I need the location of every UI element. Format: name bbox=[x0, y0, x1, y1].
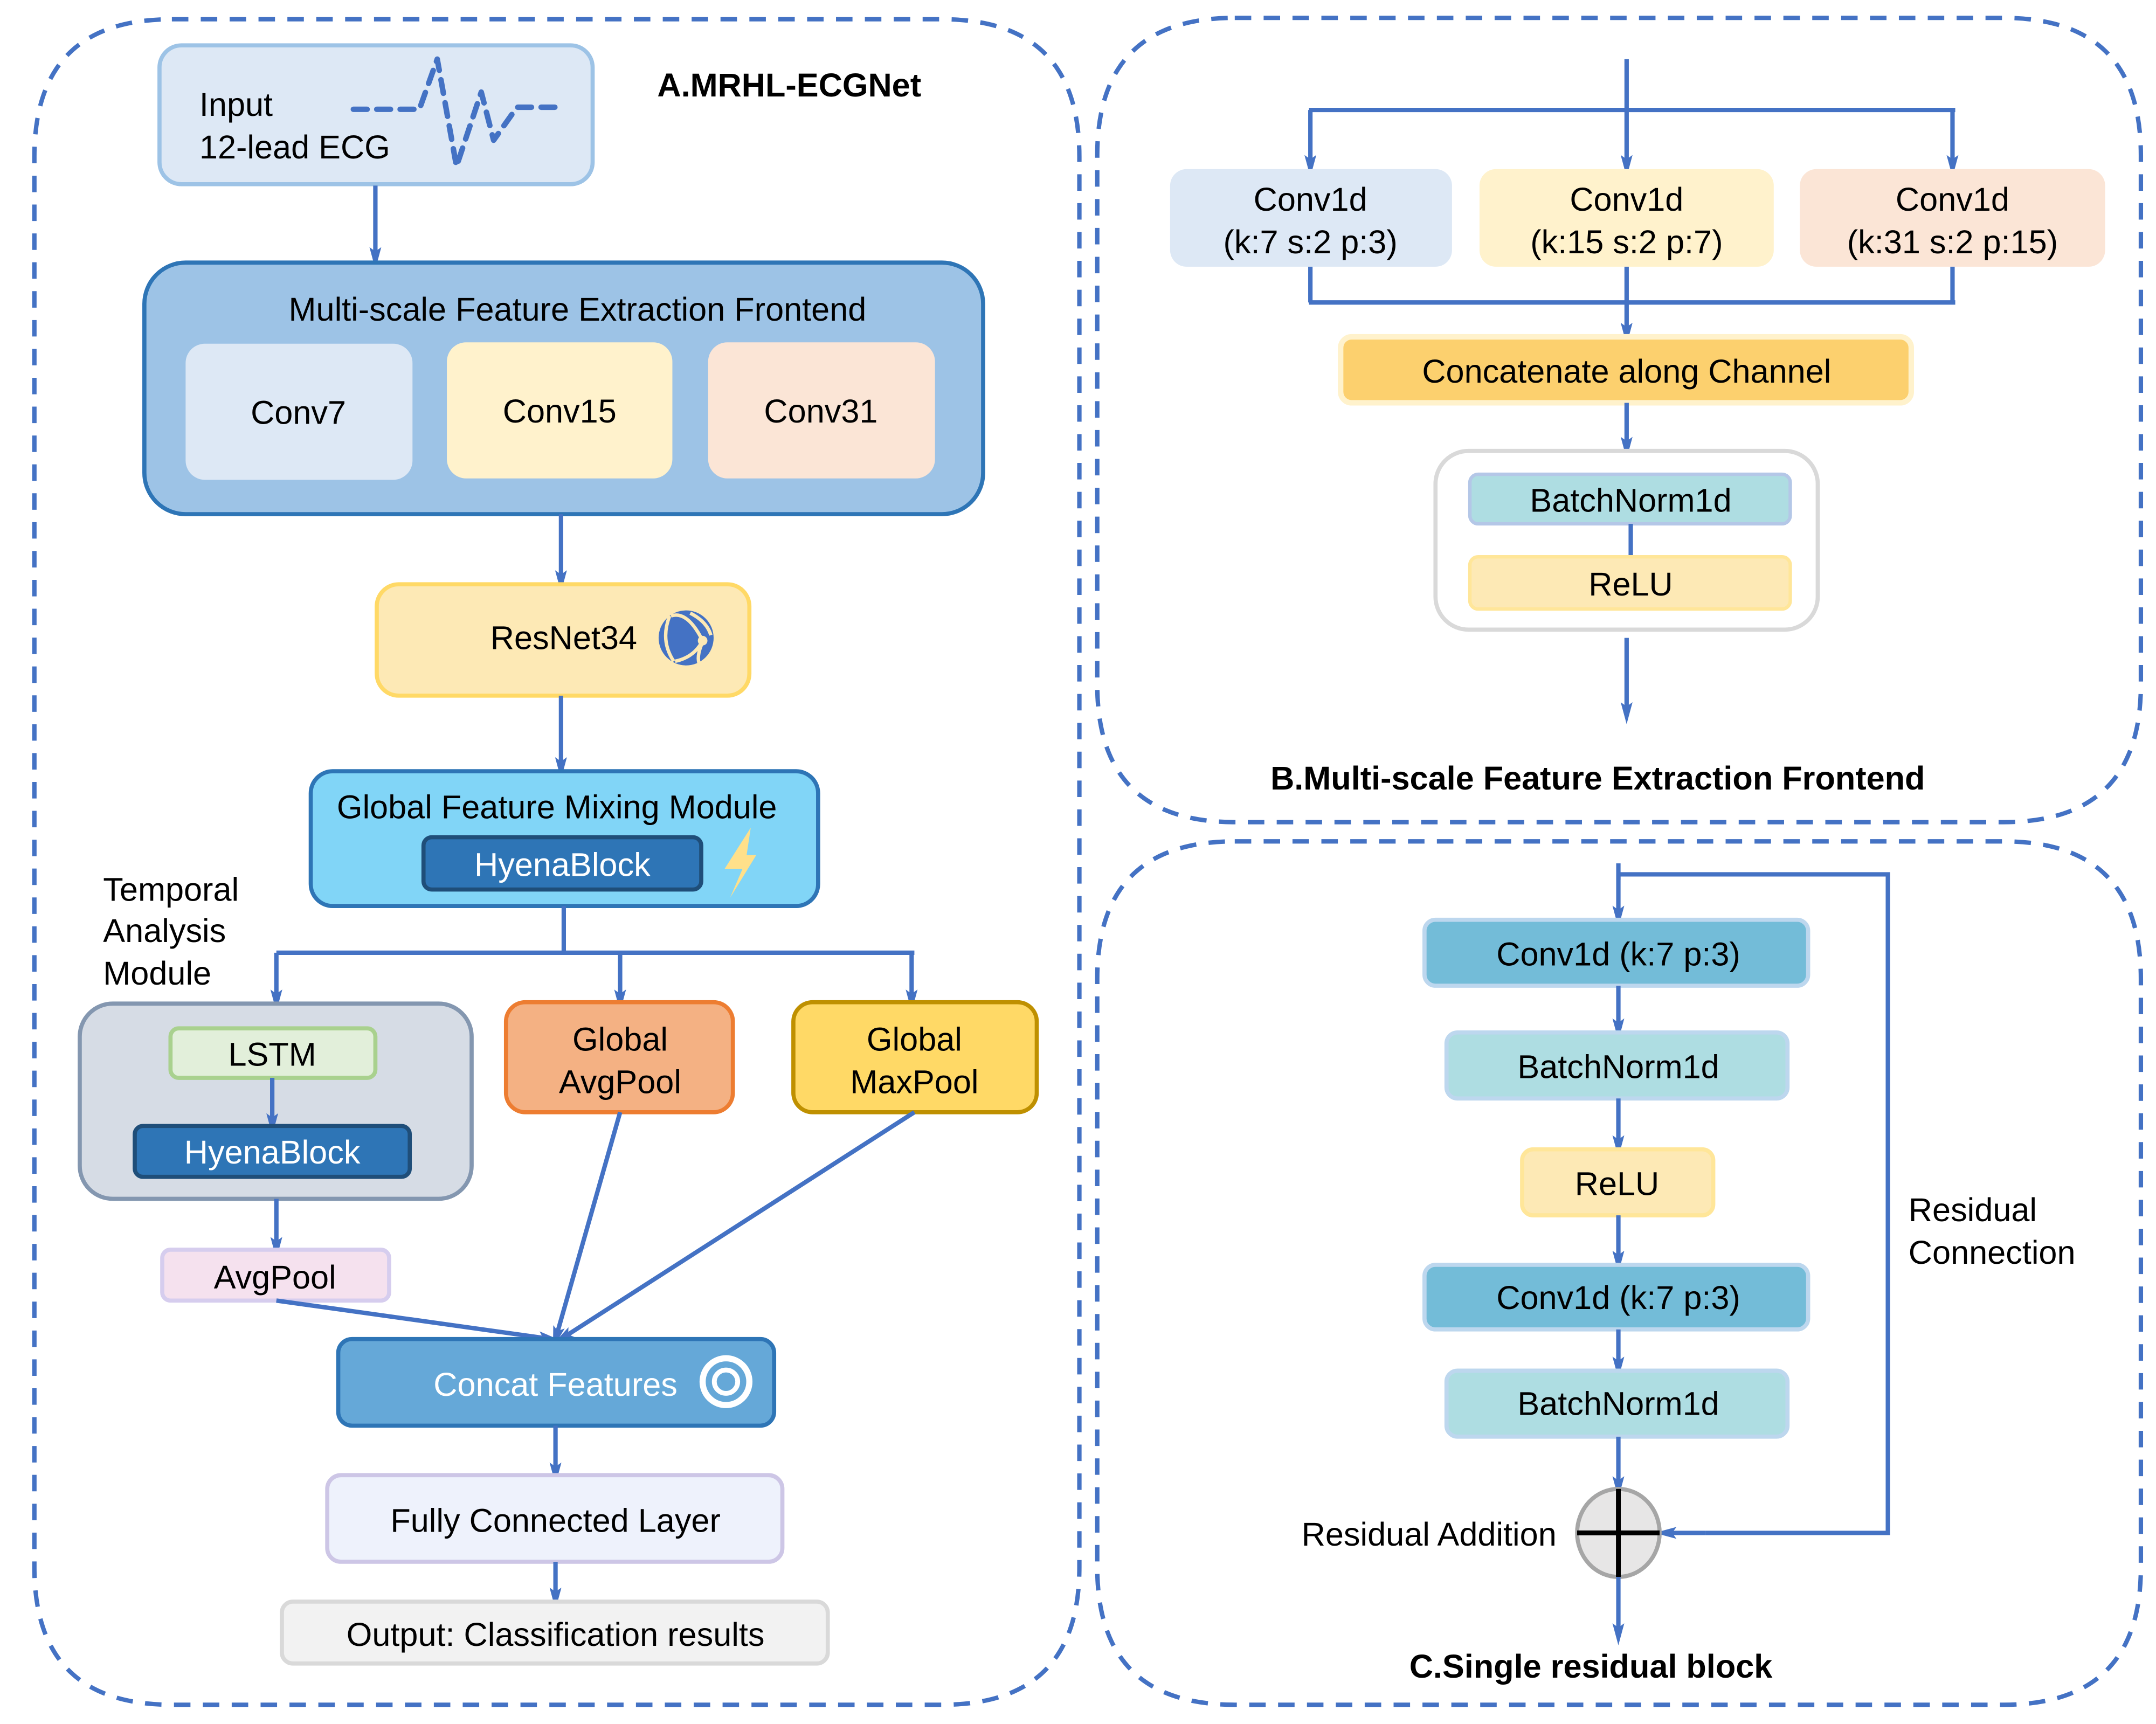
res-conv1-label: Conv1d (k:7 p:3) bbox=[1496, 936, 1740, 972]
global-maxpool-label-1: Global bbox=[867, 1021, 962, 1058]
temporal-label-line1: Temporal bbox=[103, 871, 239, 908]
res-relu-node[interactable]: ReLU bbox=[1520, 1147, 1716, 1217]
global-maxpool-node[interactable]: Global MaxPool bbox=[791, 1000, 1039, 1114]
res-bn2-label: BatchNorm1d bbox=[1517, 1386, 1719, 1422]
conv7-label: Conv7 bbox=[251, 394, 346, 431]
panel-b-border bbox=[1095, 16, 2144, 825]
conv1d-k7-node[interactable]: Conv1d (k:7 s:2 p:3) bbox=[1170, 169, 1452, 267]
resnet-label: ResNet34 bbox=[490, 620, 637, 656]
concat-features-node[interactable]: Concat Features bbox=[336, 1337, 777, 1428]
fully-connected-node[interactable]: Fully Connected Layer bbox=[325, 1473, 785, 1564]
res-bn1-node[interactable]: BatchNorm1d bbox=[1444, 1030, 1790, 1101]
res-bn1-label: BatchNorm1d bbox=[1517, 1049, 1719, 1085]
residual-connection-label-2: Connection bbox=[1909, 1234, 2076, 1271]
fully-connected-label: Fully Connected Layer bbox=[390, 1502, 721, 1539]
frontend-node[interactable]: Multi-scale Feature Extraction Frontend … bbox=[142, 260, 985, 516]
input-label: Input bbox=[199, 86, 273, 123]
global-mixing-title: Global Feature Mixing Module bbox=[337, 788, 777, 825]
global-avgpool-label-1: Global bbox=[572, 1021, 668, 1058]
conv31-box[interactable] bbox=[708, 342, 935, 479]
relu-box[interactable] bbox=[1468, 555, 1792, 611]
conv1d-k31-node[interactable]: Conv1d (k:31 s:2 p:15) bbox=[1800, 169, 2105, 267]
panel-c-title: C.Single residual block bbox=[1409, 1648, 1773, 1685]
residual-addition-node[interactable] bbox=[1575, 1486, 1662, 1579]
resnet-node[interactable]: ResNet34 bbox=[375, 582, 752, 698]
panel-a-title: A.MRHL-ECGNet bbox=[657, 67, 921, 103]
conv1d-k31-name: Conv1d bbox=[1896, 181, 2009, 218]
res-bn2-node[interactable]: BatchNorm1d bbox=[1444, 1368, 1790, 1439]
output-node[interactable]: Output: Classification results bbox=[280, 1600, 830, 1666]
temporal-hyenablock-label: HyenaBlock bbox=[184, 1134, 361, 1171]
conv31-label: Conv31 bbox=[764, 393, 877, 430]
temporal-hyenablock-box[interactable] bbox=[133, 1124, 412, 1179]
bn-relu-container[interactable]: BatchNorm1d ReLU bbox=[1433, 448, 1820, 632]
merge-connector-b bbox=[1308, 266, 1955, 345]
conv15-box[interactable] bbox=[447, 342, 673, 479]
res-conv2-node[interactable]: Conv1d (k:7 p:3) bbox=[1422, 1263, 1811, 1332]
conv1d-k15-node[interactable]: Conv1d (k:15 s:2 p:7) bbox=[1479, 169, 1774, 267]
conv1d-k15-name: Conv1d bbox=[1570, 181, 1683, 218]
residual-addition-label: Residual Addition bbox=[1302, 1516, 1557, 1553]
conv15-label: Conv15 bbox=[503, 393, 617, 430]
panel-a: A.MRHL-ECGNet Input 12-lead ECG Multi-sc… bbox=[32, 17, 1082, 1707]
panel-c: Residual Connection Conv1d (k:7 p:3) Bat… bbox=[1095, 839, 2144, 1707]
output-label: Output: Classification results bbox=[347, 1616, 765, 1653]
panel-b-title: B.Multi-scale Feature Extraction Fronten… bbox=[1270, 760, 1925, 797]
lstm-label: LSTM bbox=[228, 1036, 316, 1073]
lightning-icon bbox=[724, 827, 757, 898]
network-globe-icon bbox=[658, 610, 714, 667]
input-node[interactable]: Input 12-lead ECG bbox=[157, 43, 595, 186]
global-maxpool-label-2: MaxPool bbox=[850, 1064, 978, 1100]
temporal-module-node[interactable]: LSTM HyenaBlock bbox=[78, 1001, 474, 1201]
batchnorm-label: BatchNorm1d bbox=[1530, 482, 1731, 519]
ecg-waveform-icon bbox=[350, 56, 567, 169]
res-relu-label: ReLU bbox=[1575, 1165, 1660, 1202]
res-conv1-node[interactable]: Conv1d (k:7 p:3) bbox=[1422, 917, 1811, 988]
frontend-title: Multi-scale Feature Extraction Frontend bbox=[289, 291, 867, 328]
target-icon bbox=[699, 1355, 753, 1408]
global-avgpool-node[interactable]: Global AvgPool bbox=[503, 1000, 735, 1114]
input-sublabel: 12-lead ECG bbox=[199, 129, 390, 165]
global-avgpool-label-2: AvgPool bbox=[559, 1064, 681, 1100]
split-connector bbox=[270, 906, 918, 1012]
temporal-label-line3: Module bbox=[103, 955, 211, 992]
panel-b: Conv1d (k:7 s:2 p:3) Conv1d (k:15 s:2 p:… bbox=[1095, 16, 2144, 825]
converging-edges bbox=[276, 1110, 916, 1348]
conv1d-k7-params: (k:7 s:2 p:3) bbox=[1224, 224, 1398, 260]
temporal-label-line2: Analysis bbox=[103, 912, 226, 949]
conv7-box[interactable] bbox=[185, 343, 413, 480]
concatenate-label: Concatenate along Channel bbox=[1422, 353, 1831, 390]
avgpool-node[interactable]: AvgPool bbox=[160, 1248, 391, 1303]
split-connector-b bbox=[1304, 59, 1959, 177]
hyenablock-box[interactable] bbox=[421, 835, 703, 892]
residual-connection-label-1: Residual bbox=[1909, 1192, 2037, 1228]
relu-label: ReLU bbox=[1588, 566, 1673, 603]
avgpool-label: AvgPool bbox=[214, 1259, 336, 1296]
concatenate-node[interactable]: Concatenate along Channel bbox=[1338, 334, 1915, 406]
concat-features-label: Concat Features bbox=[433, 1366, 678, 1403]
global-mixing-node[interactable]: Global Feature Mixing Module HyenaBlock bbox=[308, 769, 820, 908]
panel-c-border bbox=[1095, 839, 2144, 1707]
conv1d-k7-name: Conv1d bbox=[1254, 181, 1367, 218]
conv1d-k31-params: (k:31 s:2 p:15) bbox=[1847, 224, 2058, 260]
hyenablock-label: HyenaBlock bbox=[474, 847, 651, 883]
res-conv2-label: Conv1d (k:7 p:3) bbox=[1496, 1279, 1740, 1316]
conv1d-k15-params: (k:15 s:2 p:7) bbox=[1530, 224, 1723, 260]
